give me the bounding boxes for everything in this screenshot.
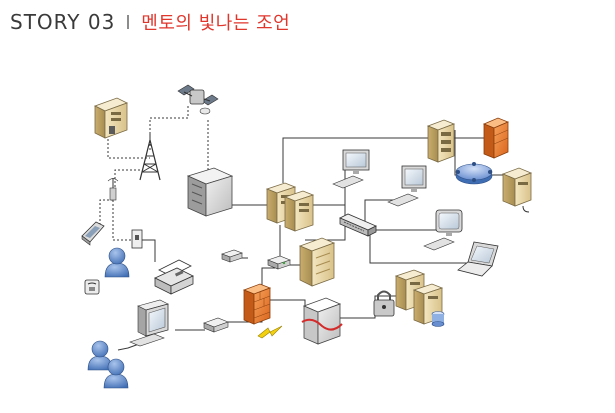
modem-icon [203,317,229,333]
dashed-link-antenna-tower [114,169,140,195]
monitor-icon [129,299,169,347]
header-divider [127,15,130,29]
antenna-tower-icon [139,134,161,181]
phone-jack-icon [131,229,143,249]
dashed-link-server-tower [107,135,150,159]
lightning-icon [257,325,283,339]
mainframe-icon [186,167,234,217]
hub-center-icon [267,255,291,270]
link-firewall-router [270,299,306,318]
network-ring-icon [455,162,493,185]
link-switch-laptop [369,235,470,264]
server-right-icon [501,167,533,213]
link-hub-firewall [261,267,275,290]
dashed-link-antenna-phone [99,199,113,225]
desk-phone-icon [84,279,100,295]
file-server-icon [265,182,315,232]
user-icon [104,247,130,278]
link-fileserver-top [282,137,455,183]
firewall-top-icon [482,117,510,159]
firewall-icon [242,283,272,325]
database-server-icon [394,269,445,327]
server-icon [93,97,129,139]
monitor-top-icon [332,149,370,189]
story-label: STORY 03 [10,10,116,34]
monitor-right2-icon [423,209,463,251]
dashed-link-antenna-jack [112,200,135,241]
server-rack-icon [426,119,456,163]
header: STORY 03 멘토의 빛나는 조언 [10,8,290,36]
mobile-phone-icon [81,221,105,246]
laptop-icon [457,241,499,277]
page-title: 멘토의 빛나는 조언 [141,13,291,34]
hub-icon [221,249,243,263]
switch-icon [339,213,377,237]
satellite-icon [177,84,219,115]
lock-icon [373,290,395,317]
link-jack-fax [140,239,156,262]
server-center-icon [298,237,336,287]
dashed-link-tower-satellite [149,105,189,150]
monitor-right-icon [387,165,427,207]
fax-machine-icon [154,259,194,295]
router-icon [301,297,343,345]
wireless-antenna-icon [107,178,119,201]
users-group-icon [87,340,129,389]
